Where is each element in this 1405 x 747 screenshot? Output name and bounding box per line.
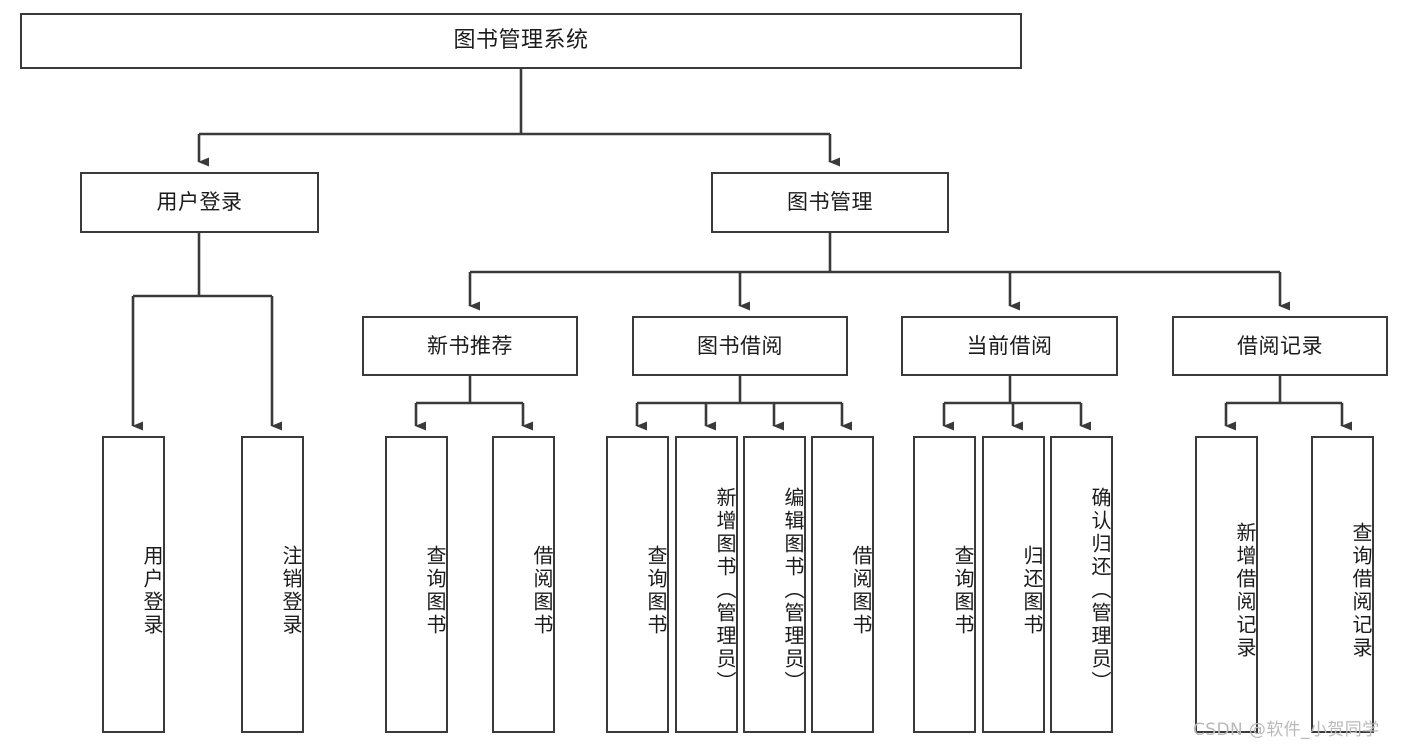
node-label: 借阅图书 xyxy=(530,544,554,637)
node-label: 图书管理系统 xyxy=(453,28,589,54)
node-label: 查询图书 xyxy=(644,544,668,637)
leaf-current-confirm-return-admin[interactable]: 确认归还（管理员） xyxy=(1050,436,1113,733)
leaf-user-login-signout[interactable]: 注销登录 xyxy=(241,436,304,733)
node-label: 图书管理 xyxy=(787,190,873,215)
leaf-recommend-borrow-book[interactable]: 借阅图书 xyxy=(492,436,555,733)
leaf-record-query-record[interactable]: 查询借阅记录 xyxy=(1311,436,1374,733)
node-new-book-recommend[interactable]: 新书推荐 xyxy=(362,316,578,376)
node-label: 新书推荐 xyxy=(427,333,513,358)
node-book-management[interactable]: 图书管理 xyxy=(711,172,949,233)
node-book-borrow[interactable]: 图书借阅 xyxy=(632,316,848,376)
leaf-current-return-book[interactable]: 归还图书 xyxy=(982,436,1045,733)
node-label: 图书借阅 xyxy=(697,333,783,358)
node-label: 确认归还（管理员） xyxy=(1088,487,1112,694)
leaf-recommend-query-book[interactable]: 查询图书 xyxy=(385,436,448,733)
node-root-system[interactable]: 图书管理系统 xyxy=(20,13,1022,69)
node-label: 当前借阅 xyxy=(966,333,1053,358)
node-user-login[interactable]: 用户登录 xyxy=(80,172,319,233)
leaf-borrow-borrow-book[interactable]: 借阅图书 xyxy=(811,436,874,733)
node-current-borrow[interactable]: 当前借阅 xyxy=(901,316,1118,376)
leaf-borrow-add-book-admin[interactable]: 新增图书（管理员） xyxy=(675,436,738,733)
node-label: 查询图书 xyxy=(423,544,447,637)
leaf-borrow-edit-book-admin[interactable]: 编辑图书（管理员） xyxy=(743,436,806,733)
leaf-borrow-query-book[interactable]: 查询图书 xyxy=(606,436,669,733)
node-label: 归还图书 xyxy=(1020,544,1044,637)
leaf-user-login-signin[interactable]: 用户登录 xyxy=(102,436,165,733)
node-label: 用户登录 xyxy=(156,190,243,215)
leaf-current-query-book[interactable]: 查询图书 xyxy=(913,436,976,733)
node-label: 查询图书 xyxy=(951,544,975,637)
node-label: 新增借阅记录 xyxy=(1233,521,1257,660)
node-label: 注销登录 xyxy=(279,544,303,637)
leaf-record-add-record[interactable]: 新增借阅记录 xyxy=(1195,436,1258,733)
node-label: 借阅图书 xyxy=(849,544,873,637)
watermark: CSDN @软件_小贺同学 xyxy=(1193,720,1380,740)
node-label: 新增图书（管理员） xyxy=(713,487,737,694)
node-label: 借阅记录 xyxy=(1237,333,1323,358)
node-label: 用户登录 xyxy=(140,544,164,637)
node-borrow-record[interactable]: 借阅记录 xyxy=(1172,316,1388,376)
node-label: 查询借阅记录 xyxy=(1349,521,1373,660)
node-label: 编辑图书（管理员） xyxy=(781,487,805,694)
